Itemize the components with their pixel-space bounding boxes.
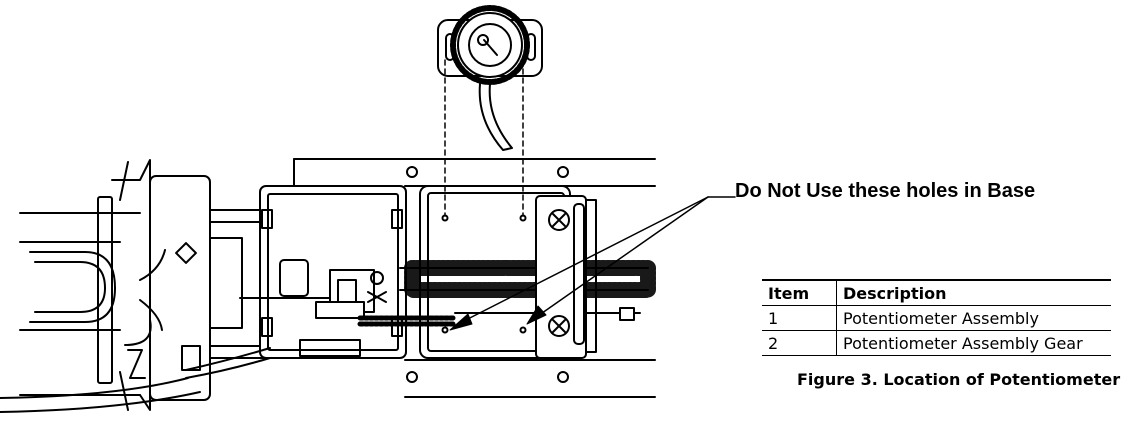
item-description-table: Item Description 1 Potentiometer Assembl… (762, 279, 1111, 356)
header-item: Item (762, 279, 837, 306)
figure-caption: Figure 3. Location of Potentiometer (797, 370, 1121, 389)
arrow-head-right (526, 305, 547, 325)
cell-item: 2 (762, 330, 837, 356)
cell-item: 1 (762, 305, 837, 331)
table-row: 2 Potentiometer Assembly Gear (762, 330, 1111, 356)
table-header-row: Item Description (762, 279, 1111, 306)
table-row: 1 Potentiometer Assembly (762, 305, 1111, 331)
alignment-dashes (444, 59, 524, 217)
base-holes (406, 166, 569, 383)
arrow-head-left (449, 313, 473, 331)
bracket-box (419, 185, 597, 359)
callout-leaders (455, 196, 736, 326)
header-description: Description (836, 279, 1111, 306)
cell-description: Potentiometer Assembly Gear (836, 330, 1111, 356)
gear-box (0, 185, 407, 413)
cell-description: Potentiometer Assembly (836, 305, 1111, 331)
warning-callout-label: Do Not Use these holes in Base (735, 180, 1036, 202)
motor-housing (19, 159, 267, 411)
potentiometer-assembly (437, 5, 543, 151)
